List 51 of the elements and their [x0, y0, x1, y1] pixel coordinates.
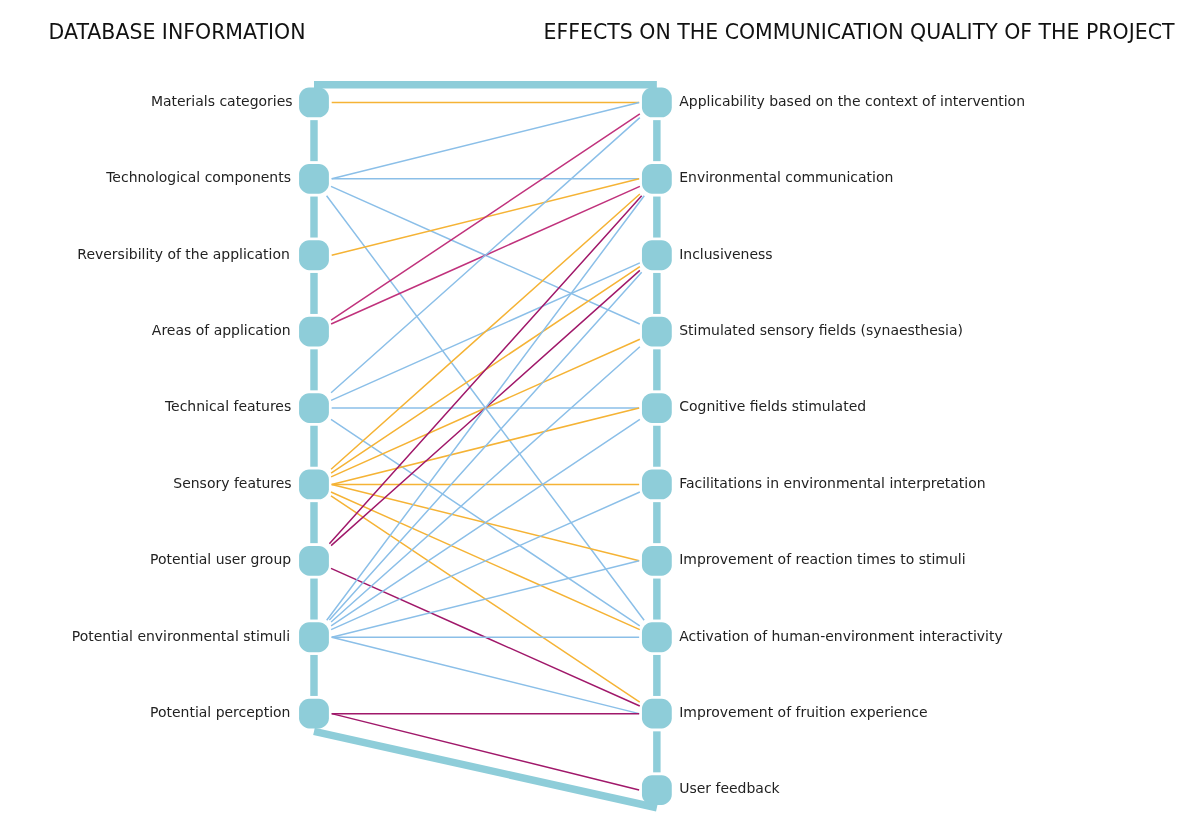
node-label: Inclusiveness	[679, 245, 773, 262]
connector	[330, 269, 641, 546]
connector	[330, 177, 640, 256]
node-label: Technical features	[164, 397, 292, 414]
node-label: Applicability based on the context of intervention	[679, 92, 1026, 109]
connector	[313, 727, 658, 811]
label: EFFECTS ON THE COMMUNICATION QUALITY OF THE PROJECT	[543, 19, 1175, 44]
label: DATABASE INFORMATION	[48, 19, 306, 44]
node-label: Cognitive fields stimulated	[679, 397, 867, 414]
connector	[330, 112, 641, 321]
connector	[330, 337, 641, 478]
connector	[653, 348, 661, 390]
connector	[330, 559, 640, 638]
node-label: Sensory features	[173, 474, 292, 491]
connector	[330, 567, 641, 707]
node-label: User feedback	[679, 779, 780, 796]
node-label: Reversibility of the application	[77, 245, 290, 262]
node-label: Improvement of reaction times to stimuli	[679, 550, 966, 567]
connector	[330, 177, 640, 180]
connector	[330, 418, 641, 627]
node-label: Potential perception	[150, 703, 291, 720]
connector	[330, 494, 641, 703]
connector	[310, 348, 318, 390]
connector	[330, 406, 640, 409]
connector	[330, 406, 640, 485]
node-label: Activation of human-environment interactivity	[679, 627, 1003, 644]
connector	[330, 261, 641, 401]
node-label: Technological components	[106, 168, 291, 185]
connector	[330, 636, 640, 714]
node-label: Facilitations in environmental interpretation	[679, 474, 986, 491]
connector	[653, 730, 661, 772]
connector	[314, 80, 657, 88]
node-label: Potential user group	[150, 550, 292, 567]
connector	[330, 490, 641, 630]
connector	[330, 101, 640, 180]
connector	[330, 483, 640, 562]
connector	[330, 265, 641, 474]
node-label: Stimulated sensory fields (synaesthesia)	[679, 321, 963, 338]
node-label: Environmental communication	[679, 168, 894, 185]
node-label: Potential environmental stimuli	[71, 627, 291, 644]
connector	[330, 192, 641, 470]
connector	[330, 345, 641, 623]
node-label: Areas of application	[151, 321, 291, 338]
connector	[325, 194, 645, 621]
connector	[328, 194, 643, 544]
node-label: Improvement of fruition experience	[679, 703, 928, 720]
connector	[328, 270, 643, 621]
connector	[330, 185, 641, 325]
node-label: Materials categories	[150, 92, 293, 109]
connector	[330, 712, 640, 791]
connector	[330, 116, 641, 394]
